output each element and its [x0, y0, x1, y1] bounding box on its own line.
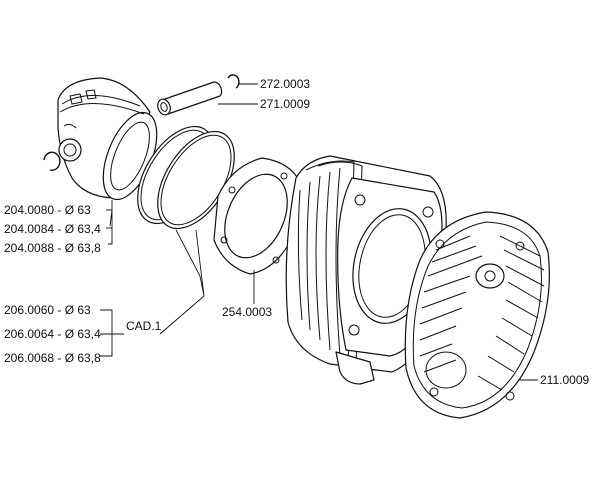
leader-lines — [100, 83, 538, 381]
label-circlip: 272.0003 — [260, 77, 310, 91]
label-rings-group: CAD.1 — [126, 319, 162, 333]
piston — [57, 77, 158, 201]
circlip-left — [43, 151, 61, 171]
label-piston-63-4: 204.0084 - Ø 63,4 — [4, 222, 101, 236]
label-cylinder-head: 211.0009 — [540, 373, 589, 387]
label-piston-63: 204.0080 - Ø 63 — [4, 203, 91, 217]
circlip-right — [227, 74, 240, 89]
label-rings-63-4: 206.0064 - Ø 63,4 — [4, 327, 101, 341]
label-rings-63: 206.0060 - Ø 63 — [4, 303, 91, 317]
label-rings-63-8: 206.0068 - Ø 63,8 — [4, 351, 101, 365]
label-piston-63-8: 204.0088 - Ø 63,8 — [4, 241, 101, 255]
piston-pin — [157, 81, 223, 116]
label-base-gasket: 254.0003 — [222, 305, 272, 319]
label-piston-pin: 271.0009 — [260, 97, 310, 111]
piston-rings — [137, 125, 235, 230]
base-gasket — [213, 157, 301, 275]
cylinder-head — [404, 211, 550, 419]
